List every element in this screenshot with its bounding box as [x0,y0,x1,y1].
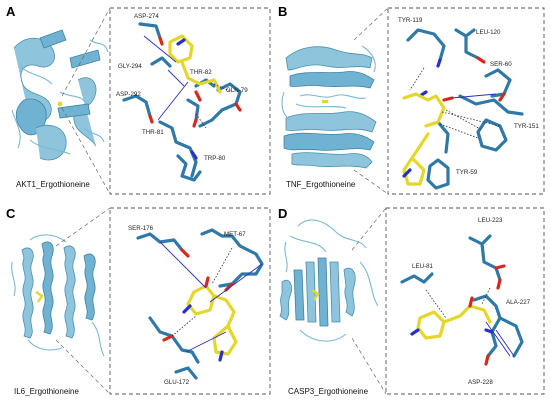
panel-letter-c: C [6,206,16,221]
il6-binding-site-inset [109,207,271,395]
tnf-binding-site-inset [387,7,545,195]
residue-label: THR-81 [142,129,164,136]
caption-tnf: TNF_Ergothioneine [286,180,356,189]
residue-label: ASP-228 [468,379,493,386]
tnf-protein-cartoon [281,45,377,169]
residue-label: GLY-294 [118,63,142,70]
panel-c: C IL6_Ergothioneine [6,206,271,396]
residue-label: GLN-79 [226,87,248,94]
residue-label: LEU-223 [478,217,503,224]
residue-label: TYR-151 [514,123,539,130]
residue-label: SER-60 [490,61,512,68]
casp3-protein-cartoon [279,219,379,342]
residue-label: TYR-119 [398,17,423,24]
casp3-binding-sticks [400,234,524,366]
residue-label: MET-67 [224,231,246,238]
panel-letter-b: B [278,4,287,19]
residue-label: SER-176 [128,225,154,232]
residue-label: THR-82 [190,69,212,76]
caption-il6: IL6_Ergothioneine [14,387,79,396]
casp3-binding-site-inset [385,207,545,395]
panel-letter-d: D [278,206,287,221]
residue-label: TYR-59 [456,169,478,176]
caption-casp3: CASP3_Ergothioneine [288,387,369,396]
caption-akt1: AKT1_Ergothioneine [16,180,90,189]
residue-label: LEU-81 [412,263,434,270]
panel-a: A AKT1_Ergothioneine [6,4,271,195]
akt1-binding-sticks [122,22,242,182]
panel-letter-a: A [6,4,16,19]
residue-label: LEU-120 [476,29,501,36]
panel-b: B TNF_Ergothioneine [278,4,545,195]
akt1-protein-cartoon [11,29,109,161]
residue-label: ASP-292 [116,91,141,98]
akt1-binding-site-inset [109,7,271,195]
panel-d: D CASP3_Ergothioneine [278,206,545,396]
il6-binding-sticks [136,228,264,380]
residue-label: TRP-80 [204,155,226,162]
il6-protein-cartoon [11,234,105,357]
residue-label: ALA-227 [506,299,531,306]
residue-label: ASP-274 [134,13,159,20]
residue-label: GLU-172 [164,379,190,386]
tnf-binding-sticks [402,28,524,190]
